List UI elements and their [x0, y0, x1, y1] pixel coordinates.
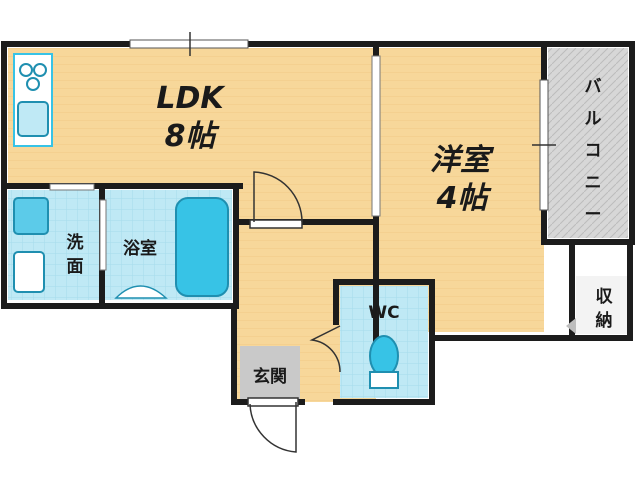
partition-sliding-door	[371, 55, 381, 217]
washroom-curtain	[49, 183, 95, 191]
svg-text:洗: 洗	[67, 232, 84, 253]
washing-machine-icon	[13, 197, 49, 235]
svg-text:ー: ー	[585, 205, 602, 225]
ldk-window	[129, 32, 249, 56]
ldk-door	[249, 171, 303, 229]
storage-floor	[576, 276, 632, 334]
bathroom-label: 浴室	[123, 238, 157, 259]
svg-text:バ: バ	[585, 77, 602, 97]
western-room-size: 4帖	[436, 181, 493, 216]
bath-sliding-door	[99, 199, 107, 271]
toilet-label: WC	[368, 303, 399, 323]
svg-text:納: 納	[596, 310, 613, 331]
entrance-label: 玄関	[253, 366, 287, 387]
western-room-name: 洋室	[430, 143, 495, 178]
toilet-door	[309, 325, 341, 373]
balcony-label: バ ル コ ニ ー	[585, 77, 602, 225]
kitchen-sink-icon	[17, 101, 49, 137]
balcony-floor	[548, 48, 628, 238]
toilet-icon	[369, 335, 399, 389]
balcony-sliding-door	[532, 79, 556, 211]
washroom-label: 洗 面	[67, 232, 84, 277]
ldk-name: LDK	[156, 81, 226, 116]
vanity-sink-icon	[13, 251, 45, 293]
svg-text:コ: コ	[585, 141, 602, 161]
entrance-door	[247, 397, 299, 453]
svg-text:ニ: ニ	[585, 173, 602, 193]
stove-icon	[19, 63, 47, 91]
ldk-floor	[8, 48, 376, 188]
svg-text:ル: ル	[585, 109, 602, 129]
bath-wash-area	[114, 285, 168, 299]
storage-shelf	[566, 318, 576, 334]
ldk-size: 8帖	[165, 119, 221, 154]
svg-text:面: 面	[67, 257, 84, 277]
entrance-floor	[240, 346, 300, 402]
storage-label: 収 納	[596, 287, 614, 331]
bathtub-icon	[175, 197, 229, 297]
svg-text:収: 収	[596, 287, 614, 307]
